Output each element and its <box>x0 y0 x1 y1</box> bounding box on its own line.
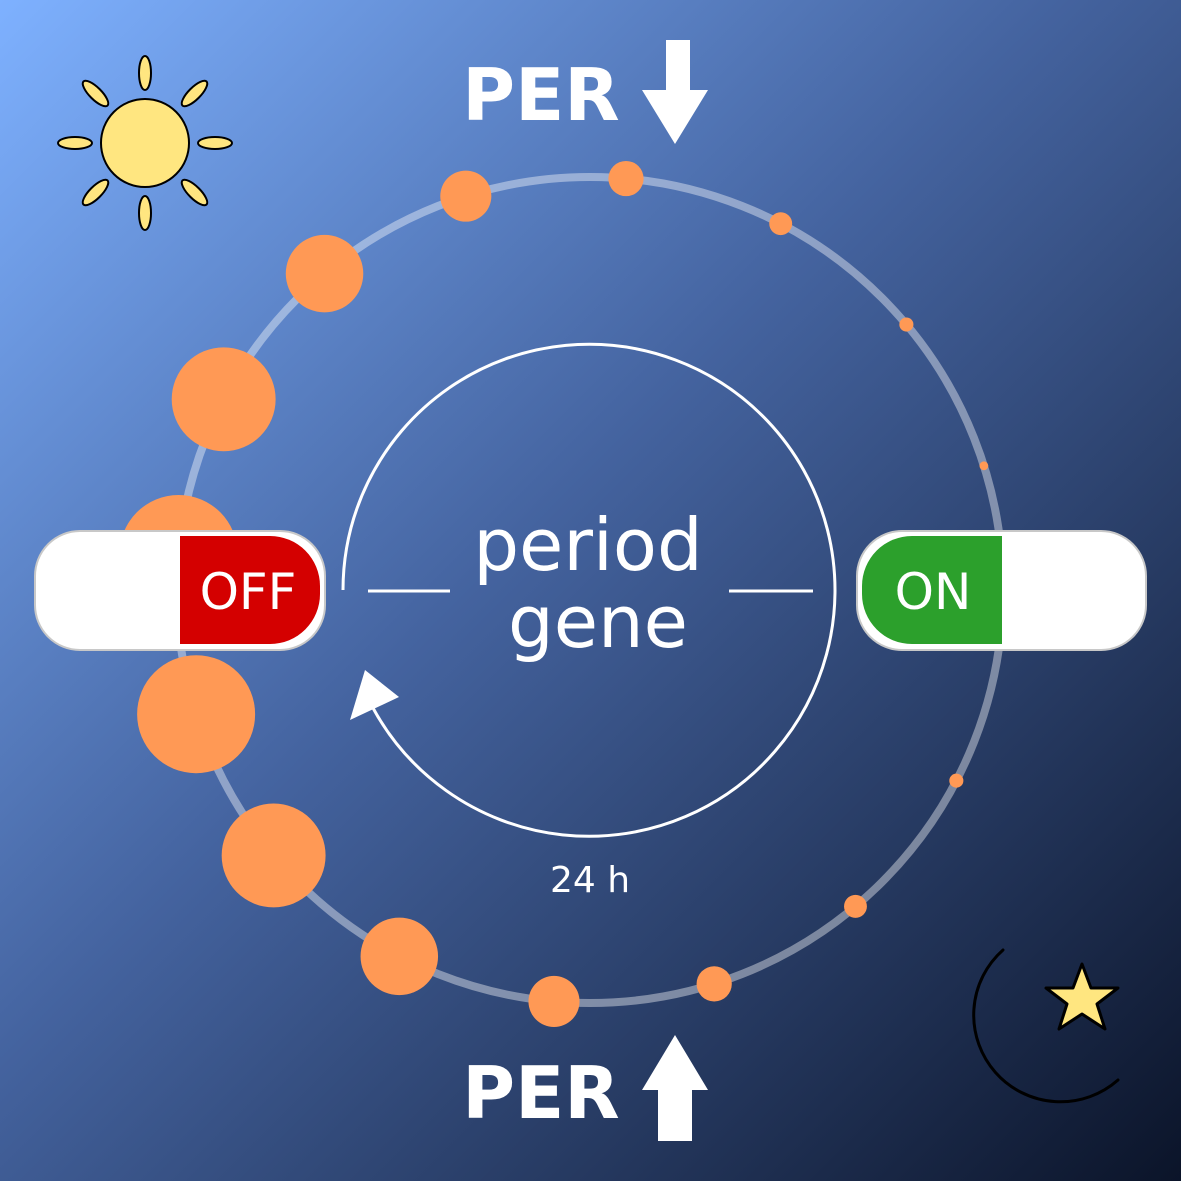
per-label-bottom: PER <box>462 1051 619 1135</box>
off-switch: OFF <box>34 530 326 651</box>
per-protein-dot <box>171 347 276 452</box>
sun-ray <box>138 195 152 231</box>
per-protein-dot <box>608 160 644 197</box>
cycle-arrow-icon <box>341 342 837 838</box>
per-protein-dot <box>769 212 793 236</box>
gene-label-line2: gene <box>508 580 688 664</box>
arrow-up-icon <box>642 1035 708 1141</box>
moon-star-icon <box>972 948 1120 1104</box>
arrow-down-icon <box>642 40 708 144</box>
per-protein-dot <box>528 975 580 1027</box>
per-protein-dot <box>221 803 326 908</box>
per-protein-dot <box>949 773 964 788</box>
per-protein-dot <box>360 917 439 996</box>
sun-ray <box>180 79 209 108</box>
sun-ray <box>81 79 110 108</box>
per-label-top: PER <box>462 53 619 137</box>
gene-label-line1: period <box>473 503 702 587</box>
per-protein-dot <box>696 966 732 1002</box>
on-label: ON <box>895 563 972 621</box>
per-protein-dot <box>899 317 914 332</box>
sun-ray <box>138 55 152 91</box>
sun-ray <box>197 136 233 150</box>
period-label: 24 h <box>550 860 630 901</box>
per-protein-dot <box>137 655 256 774</box>
on-switch: ON <box>856 530 1147 651</box>
per-protein-dot <box>285 234 364 313</box>
sun-ray <box>57 136 93 150</box>
per-protein-dot <box>979 461 989 471</box>
per-protein-dot <box>440 170 492 222</box>
sun-icon <box>57 55 233 231</box>
sun-ray <box>81 178 110 207</box>
per-protein-dot <box>844 894 867 918</box>
off-label: OFF <box>200 563 297 621</box>
sun-ray <box>180 178 209 207</box>
